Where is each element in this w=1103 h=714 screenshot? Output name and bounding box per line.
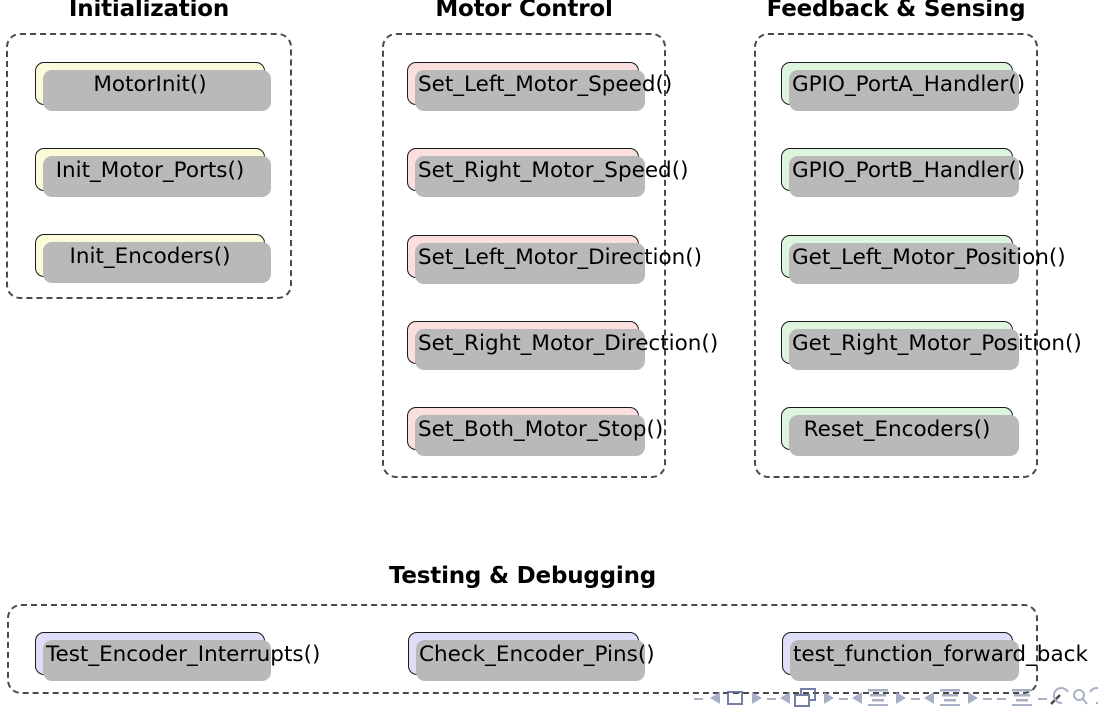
node-motorinit[interactable]: MotorInit() [35, 62, 271, 111]
section-previous-icon [924, 692, 934, 704]
forward-arrow-icon [1089, 687, 1098, 705]
slide-current-icon [727, 691, 743, 705]
group-title-testing-debugging: Testing & Debugging [388, 563, 657, 589]
slide-previous-separator-icon [694, 698, 703, 700]
subsection-next-separator-icon [911, 698, 920, 700]
node-label: Set_Right_Motor_Direction() [418, 331, 719, 356]
slide-previous-icon [710, 692, 720, 704]
group-container-motor-control [382, 33, 666, 478]
group-container-testing-debugging [7, 604, 1038, 694]
frame-next-separator-icon [839, 698, 848, 700]
node-set-right-motor-speed[interactable]: Set_Right_Motor_Speed() [407, 148, 688, 197]
frame-previous-icon [780, 692, 790, 704]
beamer-navigation-bar[interactable] [694, 684, 1098, 708]
group-container-initialization [6, 33, 292, 299]
node-label: Check_Encoder_Pins() [419, 642, 655, 667]
node-test-function-forward-back[interactable]: test_function_forward_back [782, 632, 1088, 681]
node-init-motor-ports[interactable]: Init_Motor_Ports() [35, 148, 271, 197]
subsection-previous-icon [852, 692, 862, 704]
node-label: Get_Right_Motor_Position() [792, 331, 1082, 356]
slide-next-separator-icon [767, 698, 776, 700]
presentation-previous-separator-icon [997, 698, 1006, 700]
presentation-current-icon [1012, 689, 1032, 706]
node-label: test_function_forward_back [793, 642, 1088, 667]
node-label: Set_Both_Motor_Stop() [418, 417, 664, 442]
node-test-encoder-interrupts[interactable]: Test_Encoder_Interrupts() [35, 632, 320, 681]
node-check-encoder-pins[interactable]: Check_Encoder_Pins() [408, 632, 655, 681]
section-next-separator-icon [983, 698, 992, 700]
node-gpio-porta-handler[interactable]: GPIO_PortA_Handler() [781, 62, 1025, 111]
node-set-both-motor-stop[interactable]: Set_Both_Motor_Stop() [407, 407, 663, 456]
frame-next-icon [824, 692, 834, 704]
node-init-encoders[interactable]: Init_Encoders() [35, 234, 271, 283]
node-label: MotorInit() [93, 72, 207, 97]
group-container-feedback-sensing [754, 33, 1038, 478]
node-label: Init_Motor_Ports() [55, 158, 245, 183]
group-title-feedback-sensing: Feedback & Sensing [766, 0, 1026, 22]
node-set-left-motor-direction[interactable]: Set_Left_Motor_Direction() [407, 235, 702, 284]
presentation-next-separator-icon [1038, 698, 1047, 700]
node-set-left-motor-speed[interactable]: Set_Left_Motor_Speed() [407, 62, 672, 111]
slide-next-icon [752, 692, 762, 704]
subsection-next-icon [896, 692, 906, 704]
node-label: GPIO_PortA_Handler() [792, 72, 1026, 97]
node-reset-encoders[interactable]: Reset_Encoders() [781, 407, 1019, 456]
section-current-icon [940, 689, 960, 706]
node-get-left-motor-position[interactable]: Get_Left_Motor_Position() [781, 235, 1066, 284]
back-circle-icon [1052, 687, 1069, 705]
group-title-motor-control: Motor Control [435, 0, 613, 22]
subsection-current-icon [868, 689, 888, 706]
node-label: Init_Encoders() [69, 244, 231, 269]
node-label: Reset_Encoders() [803, 417, 991, 442]
node-label: Set_Left_Motor_Speed() [418, 72, 673, 97]
node-label: GPIO_PortB_Handler() [792, 158, 1026, 183]
section-next-icon [968, 692, 978, 704]
node-gpio-portb-handler[interactable]: GPIO_PortB_Handler() [781, 148, 1025, 197]
node-get-right-motor-position[interactable]: Get_Right_Motor_Position() [781, 321, 1082, 370]
node-set-right-motor-direction[interactable]: Set_Right_Motor_Direction() [407, 321, 718, 370]
frame-current-icon [794, 688, 816, 707]
search-icon [1073, 689, 1088, 705]
group-title-initialization: Initialization [68, 0, 230, 22]
